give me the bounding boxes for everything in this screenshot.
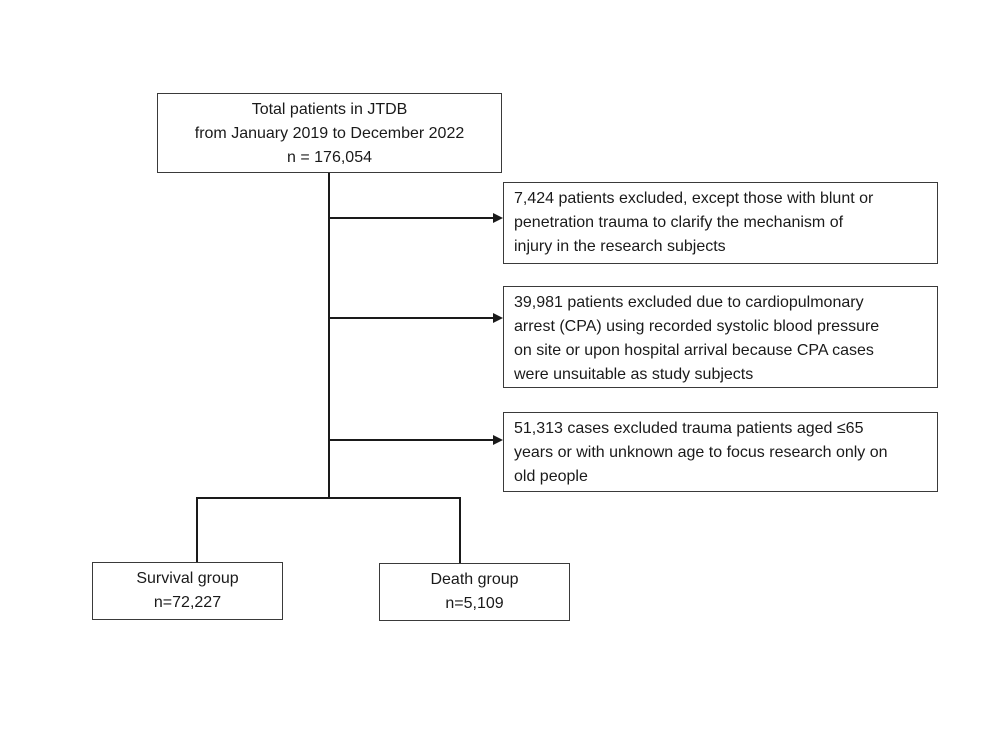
survival-count: n=72,227 [153,594,222,611]
exclusion-3-line-3: old people [514,468,588,485]
total-line-1: Total patients in JTDB [251,101,408,118]
death-label: Death group [430,571,519,588]
exclusion-2-line-1: 39,981 patients excluded due to cardiopu… [514,294,864,311]
total-line-3: n = 176,054 [287,149,372,166]
exclusion-3-line-1: 51,313 cases excluded trauma patients ag… [514,420,864,437]
exclusion-1-line-1: 7,424 patients excluded, except those wi… [514,190,874,207]
survival-label: Survival group [136,570,239,587]
exclusion-2-line-3: on site or upon hospital arrival because… [514,342,874,359]
exclusion-1-line-3: injury in the research subjects [514,238,726,255]
exclusion-box-2: 39,981 patients excluded due to cardiopu… [503,286,938,388]
exclusion-box-3: 51,313 cases excluded trauma patients ag… [503,412,938,492]
exclusion-1-line-2: penetration trauma to clarify the mechan… [514,214,844,231]
exclusion-box-1: 7,424 patients excluded, except those wi… [503,182,938,264]
total-patients-box: Total patients in JTDB from January 2019… [157,93,502,173]
death-group-box: Death group n=5,109 [379,563,570,621]
survival-group-box: Survival group n=72,227 [92,562,283,620]
exclusion-3-line-2: years or with unknown age to focus resea… [514,444,888,461]
total-line-2: from January 2019 to December 2022 [194,125,465,142]
exclusion-2-line-2: arrest (CPA) using recorded systolic blo… [514,318,880,335]
death-count: n=5,109 [445,595,504,612]
exclusion-2-line-4: were unsuitable as study subjects [514,366,754,383]
